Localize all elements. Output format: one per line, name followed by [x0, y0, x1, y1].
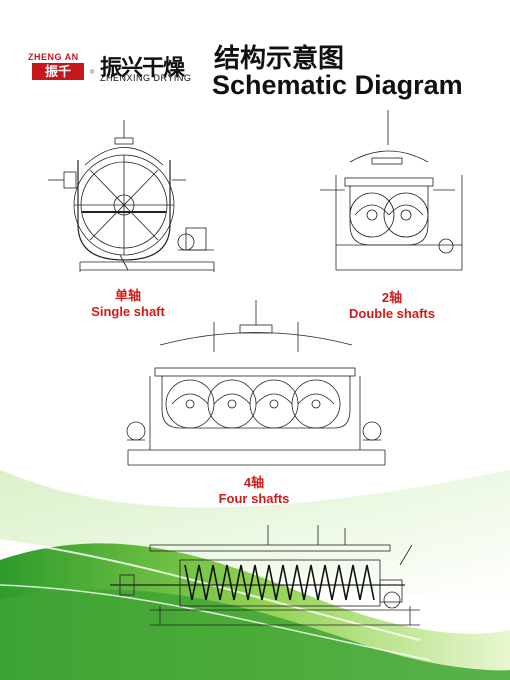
company-logo: ZHENG AN 振千: [28, 52, 88, 80]
caption-four-cn: 4轴: [243, 475, 265, 490]
caption-four-en: Four shafts: [218, 491, 290, 506]
caption-double-en: Double shafts: [349, 306, 435, 321]
logo-seal: 振千: [32, 63, 84, 80]
registered-mark: ®: [90, 70, 95, 76]
caption-four-shafts: 4轴 Four shafts: [212, 472, 296, 506]
page-title-en: Schematic Diagram: [212, 70, 463, 100]
long-dryer-diagram: [110, 525, 420, 626]
caption-single-en: Single shaft: [91, 304, 165, 319]
double-shafts-diagram: [320, 110, 463, 271]
page-title-cn: 结构示意图: [214, 43, 345, 73]
logo-top-text: ZHENG AN: [28, 52, 79, 62]
single-shaft-diagram: [48, 120, 215, 272]
four-shafts-diagram: [126, 300, 386, 466]
brand-name-cn: 振兴干燥: [100, 55, 185, 80]
caption-double-shafts: 2轴 Double shafts: [340, 287, 444, 321]
caption-single-cn: 单轴: [114, 288, 141, 303]
caption-single-shaft: 单轴 Single shaft: [86, 285, 170, 319]
caption-double-cn: 2轴: [381, 290, 403, 305]
brand-name-en: ZHENXING DRYING: [100, 73, 192, 83]
